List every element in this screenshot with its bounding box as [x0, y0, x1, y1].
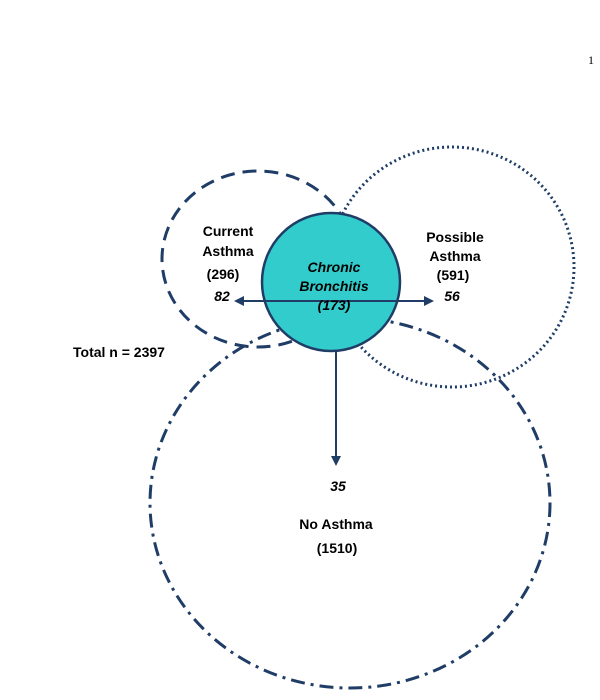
no-asthma-overlap-value: 35: [330, 478, 346, 494]
no-asthma-count: (1510): [317, 540, 357, 556]
current-asthma-label-line1: Current: [203, 223, 254, 239]
chronic-bronchitis-count: (173): [318, 297, 351, 313]
possible-asthma-label-line2: Asthma: [429, 248, 481, 264]
current-asthma-overlap-value: 82: [214, 288, 230, 304]
total-count-label: Total n = 2397: [73, 344, 165, 360]
chronic-bronchitis-label-line1: Chronic: [308, 259, 361, 275]
no-asthma-circle: [148, 316, 552, 690]
possible-asthma-label-line1: Possible: [426, 229, 484, 245]
chronic-bronchitis-label-line2: Bronchitis: [299, 278, 368, 294]
current-asthma-count: (296): [207, 266, 240, 282]
chronic-bronchitis-circle: [260, 211, 402, 353]
page-number: 1: [588, 53, 594, 67]
current-asthma-label-line2: Asthma: [202, 243, 254, 259]
possible-asthma-count: (591): [437, 267, 470, 283]
possible-asthma-circle: [328, 145, 576, 389]
possible-asthma-overlap-value: 56: [444, 288, 460, 304]
no-asthma-label: No Asthma: [299, 516, 373, 532]
